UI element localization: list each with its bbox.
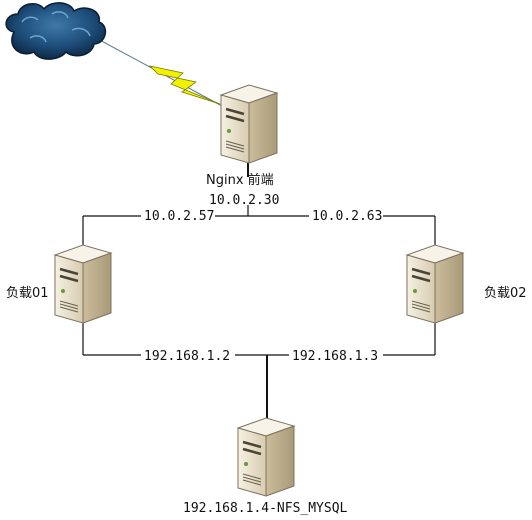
- lb1-node-name: 负载01: [6, 286, 49, 301]
- front-node-name: Nginx 前端: [206, 172, 274, 188]
- lb2-server-icon: [405, 243, 465, 325]
- lb1-server-icon: [53, 243, 113, 325]
- storage-server-icon: [236, 416, 296, 498]
- front-node-ip: 10.0.2.30: [209, 193, 279, 208]
- link-label-lb1-storage: 192.168.1.2: [144, 349, 230, 364]
- lb2-node-name: 负载02: [484, 286, 527, 301]
- lightning-bolt-icon: [148, 65, 221, 105]
- storage-node-name: 192.168.1.4-NFS_MYSQL: [183, 501, 348, 516]
- link-label-front-lb1: 10.0.2.57: [144, 209, 214, 224]
- nginx-server-icon: [219, 83, 279, 165]
- link-label-front-lb2: 10.0.2.63: [312, 209, 382, 224]
- link-label-lb2-storage: 192.168.1.3: [292, 349, 378, 364]
- cloud-icon: [5, 2, 107, 60]
